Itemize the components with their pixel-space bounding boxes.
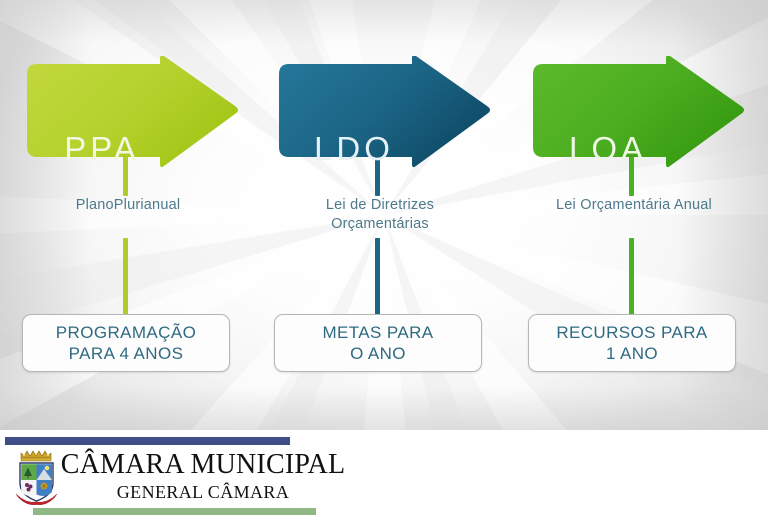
connector-stem-bottom-ppa	[123, 238, 128, 316]
coat-of-arms-icon	[15, 450, 58, 505]
connector-stem-bottom-loa	[629, 238, 634, 316]
stage-caption-ppa: PlanoPlurianual	[75, 197, 181, 213]
footer-bar-top	[5, 437, 290, 445]
stage-caption-loa: Lei Orçamentária Anual	[556, 197, 712, 213]
footer: CÂMARA MUNICIPAL GENERAL CÂMARA	[0, 430, 768, 523]
arrow-loa-shape	[533, 56, 744, 168]
connector-stem-bottom-ldo	[375, 238, 380, 316]
footer-title: CÂMARA MUNICIPAL	[60, 449, 346, 480]
arrow-ldo[interactable]: LDO	[269, 56, 493, 172]
stage-column-loa: LOA Lei Orçamentária Anual RECURSOS PARA…	[506, 0, 762, 430]
arrow-ppa[interactable]: PPA	[17, 56, 241, 172]
footer-subtitle: GENERAL CÂMARA	[116, 482, 290, 502]
connector-stem-top-ldo	[375, 150, 380, 196]
stage-caption-ldo: Lei de Diretrizes Orçamentárias	[325, 197, 435, 232]
connector-stem-top-ppa	[123, 150, 128, 196]
arrow-loa[interactable]: LOA	[523, 56, 747, 172]
stage-column-ppa: PPA PlanoPlurianual PROGRAMAÇÃO PARA 4 A…	[0, 0, 256, 430]
footer-text-block: CÂMARA MUNICIPAL GENERAL CÂMARA	[58, 449, 348, 503]
arrow-ldo-shape	[279, 56, 490, 168]
outcome-box-ppa[interactable]: PROGRAMAÇÃO PARA 4 ANOS	[22, 314, 230, 372]
outcome-box-text-loa: RECURSOS PARA 1 ANO	[556, 323, 708, 363]
outcome-box-text-ppa: PROGRAMAÇÃO PARA 4 ANOS	[55, 323, 197, 363]
stage-column-ldo: LDO Lei de Diretrizes Orçamentárias META…	[252, 0, 508, 430]
footer-bar-bottom	[33, 508, 316, 515]
arrow-ppa-shape	[27, 56, 238, 168]
outcome-box-text-ldo: METAS PARA O ANO	[322, 323, 434, 363]
outcome-box-ldo[interactable]: METAS PARA O ANO	[274, 314, 482, 372]
connector-stem-top-loa	[629, 150, 634, 196]
outcome-box-loa[interactable]: RECURSOS PARA 1 ANO	[528, 314, 736, 372]
